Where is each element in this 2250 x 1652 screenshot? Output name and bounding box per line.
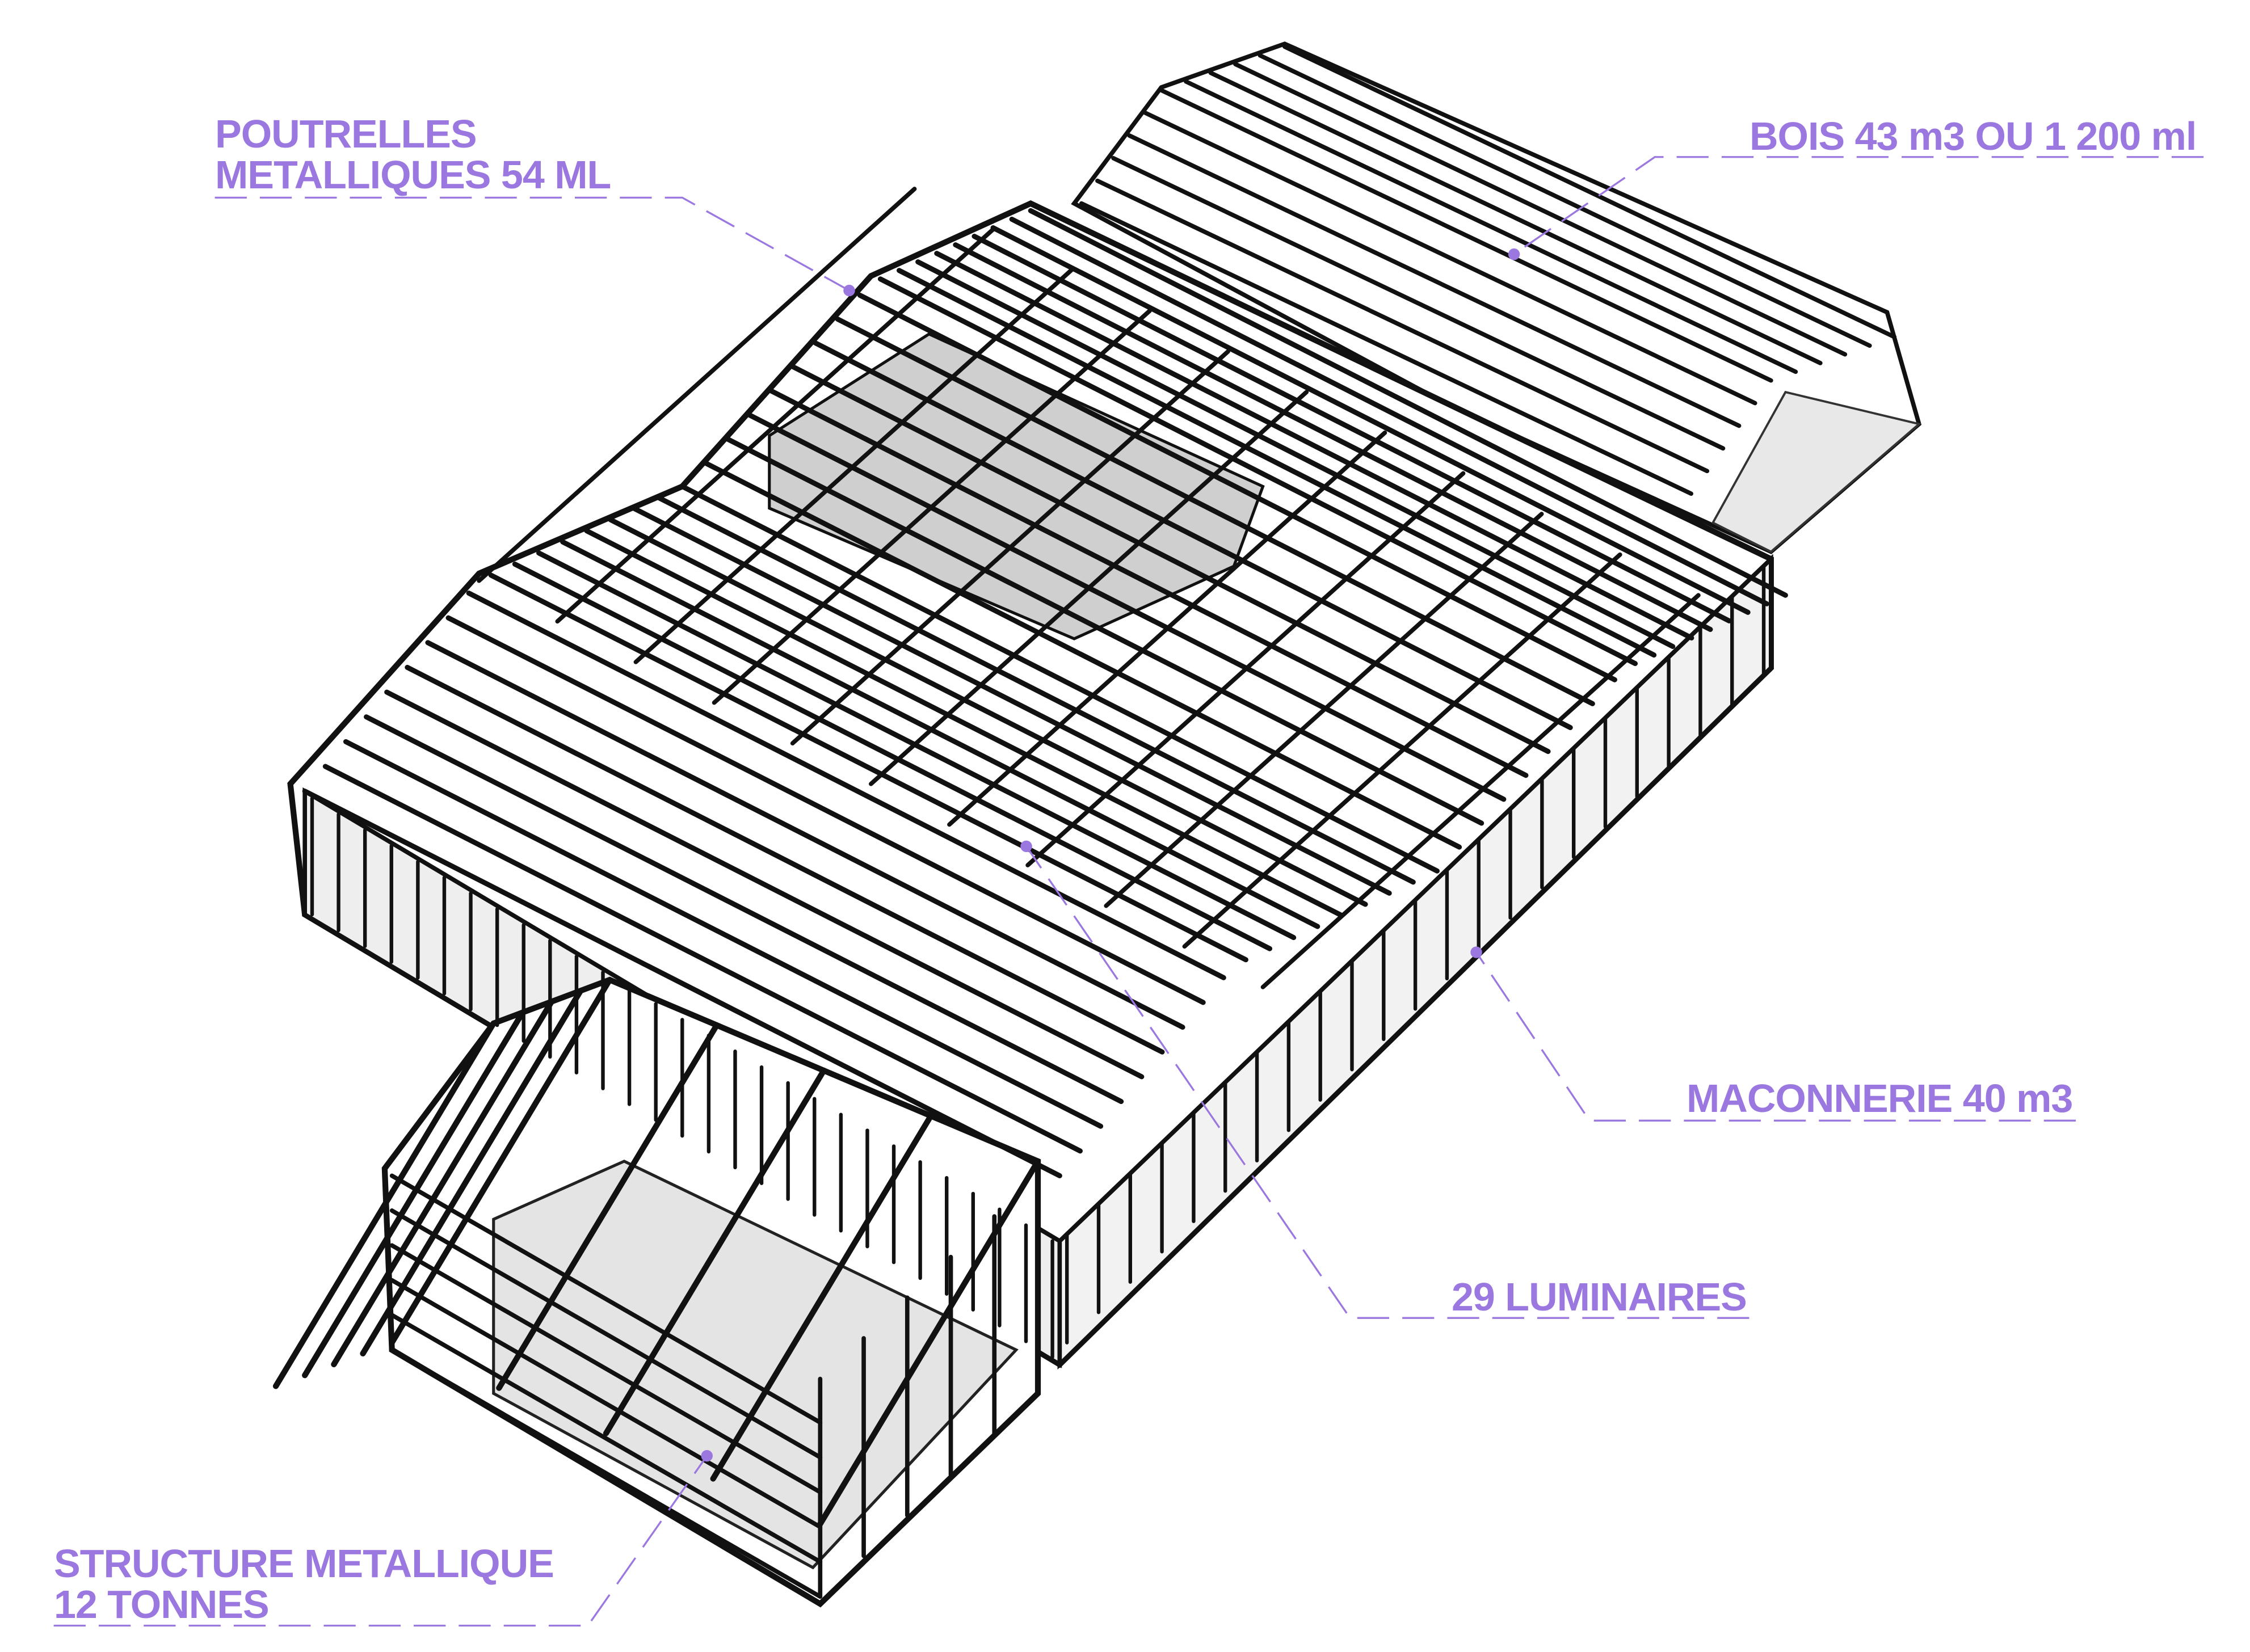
label-poutrelles-line2: METALLIQUES 54 ML (215, 153, 611, 197)
purlin (655, 495, 1416, 885)
beams (272, 44, 1897, 1599)
purlin (915, 259, 1676, 650)
arch (790, 349, 1230, 746)
leader-luminaires (1025, 845, 1749, 1319)
annex-frame (817, 1158, 1041, 1527)
purlin (990, 225, 1751, 615)
purlin (405, 664, 1165, 1055)
building-shapes (287, 41, 1922, 1608)
purlin (857, 292, 1617, 682)
purlin (972, 234, 1732, 623)
label-structure-line1: STRUCTURE METALLIQUE (54, 1541, 554, 1586)
annex-rail (389, 1243, 823, 1494)
arch (555, 227, 995, 624)
purlin (302, 789, 1062, 1178)
purlin (897, 268, 1657, 658)
dot-poutrelles (843, 284, 855, 297)
purlin (466, 591, 1226, 980)
arch (1104, 512, 1544, 908)
leader-maconnerie (1475, 951, 2076, 1122)
annex-rail (389, 1347, 823, 1599)
purlin (608, 517, 1368, 907)
leader-dots (701, 248, 1520, 1462)
timber-purlin (1111, 155, 1726, 451)
label-luminaires: 29 LUMINAIRES (1452, 1275, 1747, 1319)
purlin (701, 460, 1462, 850)
timber-purlin (1184, 79, 1798, 374)
leader-lines (53, 156, 2204, 1627)
purlin (512, 561, 1273, 951)
annex-rail (389, 1278, 823, 1529)
purlin (679, 483, 1440, 874)
purlin (724, 436, 1484, 826)
arch (947, 430, 1387, 827)
purlin (835, 317, 1595, 706)
purlin (790, 364, 1551, 755)
label-structure-line2: 12 TONNES (54, 1582, 270, 1626)
annex-frame (331, 998, 555, 1368)
rear-slab (1711, 390, 1921, 553)
purlin (934, 251, 1694, 640)
purlin (768, 388, 1529, 778)
timber-purlin (1233, 62, 1848, 357)
purlin (384, 689, 1145, 1080)
purlin (445, 615, 1206, 1005)
timber-purlin (1208, 70, 1823, 365)
label-bois: BOIS 43 m3 OU 1 200 ml (1749, 114, 2197, 158)
arch (1260, 593, 1701, 989)
purlin (813, 340, 1573, 730)
leader-bois (1513, 156, 2204, 255)
purlin (560, 539, 1320, 929)
leader-poutrelles (215, 196, 850, 292)
timber-purlin (1079, 201, 1693, 496)
arch (1025, 471, 1466, 867)
annex-frame (360, 988, 584, 1356)
annex-rail (389, 1173, 823, 1425)
arch (477, 187, 917, 583)
annex-frame (603, 1067, 827, 1436)
annex-floor (492, 1160, 1019, 1570)
purlin (364, 714, 1124, 1105)
timber-purlin (1095, 178, 1710, 474)
purlin (322, 764, 1083, 1154)
dot-maconnerie (1470, 946, 1482, 958)
annex-rail (389, 1208, 823, 1460)
arch (633, 268, 1074, 664)
timber-purlin (1258, 53, 1872, 348)
dot-structure (701, 1449, 713, 1462)
timber-purlin (1143, 111, 1757, 406)
dot-luminaires (1020, 840, 1032, 853)
label-poutrelles: POUTRELLES METALLIQUES 54 ML (215, 113, 611, 195)
purlin (1009, 216, 1769, 606)
timber-purlin (1127, 133, 1742, 428)
purlin (746, 412, 1507, 802)
dot-bois (1508, 248, 1520, 260)
label-poutrelles-line1: POUTRELLES (215, 112, 477, 156)
timber-purlin (1282, 44, 1897, 339)
annex-frame (302, 1009, 526, 1379)
purlin (343, 739, 1104, 1129)
purlin (632, 506, 1392, 896)
purlin (953, 242, 1713, 632)
annex-frame (389, 977, 613, 1346)
arch (869, 390, 1309, 786)
purlin (425, 640, 1185, 1030)
arch (1182, 552, 1622, 949)
timber-purlin (1159, 88, 1773, 383)
label-maconnerie: MACONNERIE 40 m3 (1687, 1076, 2073, 1120)
purlin (1028, 208, 1788, 598)
label-structure: STRUCTURE METALLIQUE 12 TONNES (54, 1543, 554, 1625)
purlin (877, 276, 1638, 667)
arch (712, 309, 1152, 705)
annex-frame (272, 1020, 497, 1389)
annex-rail (389, 1313, 823, 1564)
